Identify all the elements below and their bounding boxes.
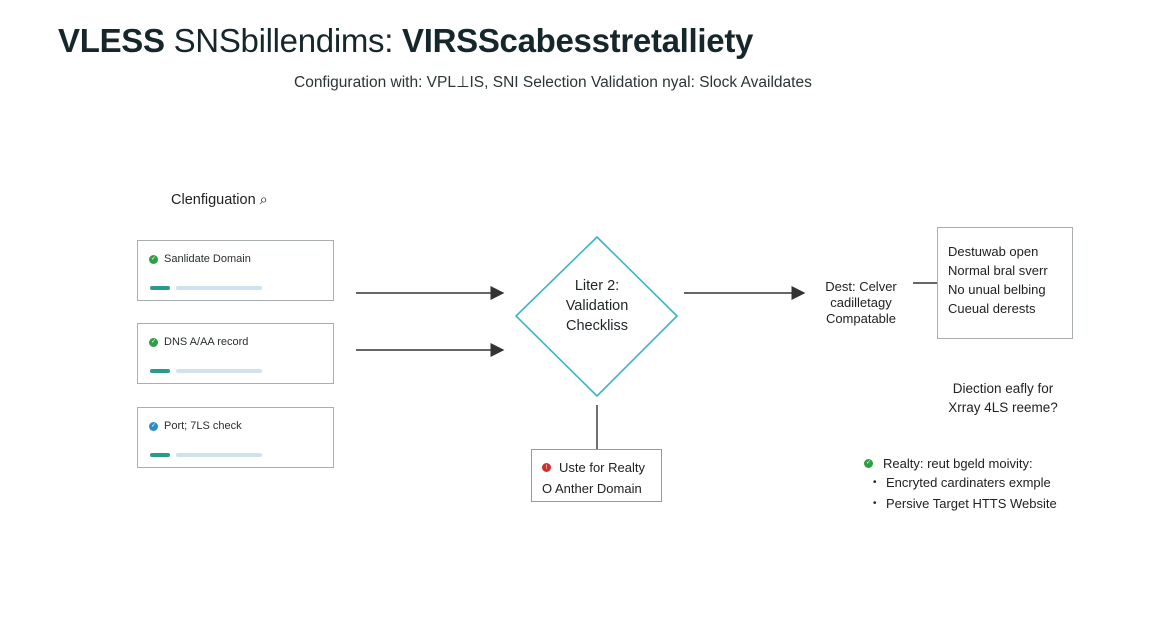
dest-label-line-3: Compatable <box>825 311 897 326</box>
list-item-text: Encryted cardinaters exmple <box>886 475 1051 490</box>
card-label: DNS A/AA record <box>164 336 249 348</box>
direction-line-2: Xrray 4LS reeme? <box>948 400 1058 415</box>
direction-line-1: Diection eafly for <box>952 381 1054 396</box>
check-icon: ✓ <box>149 337 158 347</box>
check-icon: ✓ <box>149 254 158 264</box>
progress-bar-filled <box>150 453 170 457</box>
card-candidate-domain: ✓ Sanlidate Domain <box>137 240 334 301</box>
validation-diamond <box>514 235 679 398</box>
diamond-label: Liter 2: Validation Checkliss <box>530 276 664 336</box>
card-dns-record: ✓ DNS A/AA record <box>137 323 334 384</box>
list-item: • Encryted cardinaters exmple <box>864 472 1057 493</box>
dest-label-line-2: cadilletagy <box>830 295 892 310</box>
diamond-line-1: Liter 2: <box>574 278 620 294</box>
dest-box-line-1: Destuwab open <box>948 244 1039 259</box>
dest-label: Dest: Celver cadilletagy Compatable <box>820 279 902 327</box>
title-part-3: VIRSScabesstretalliety <box>402 22 754 59</box>
progress-bar-track <box>176 369 262 373</box>
card-port-tls-check: ✓ Port; 7LS check <box>137 407 334 468</box>
dest-label-line-1: Dest: Celver <box>825 279 897 294</box>
progress-bar-filled <box>150 286 170 290</box>
realty-option-line-2: O Anther Domain <box>542 481 642 496</box>
diamond-line-3: Checkliss <box>565 318 629 334</box>
progress-bar-filled <box>150 369 170 373</box>
dest-requirements-box: Destuwab open Normal bral sverr No unual… <box>937 227 1073 339</box>
list-item-text: Persive Target HTTS Website <box>886 496 1057 511</box>
dest-box-line-2: Normal bral sverr <box>948 263 1048 278</box>
check-icon: ✓ <box>864 458 873 468</box>
diamond-line-2: Validation <box>565 298 629 314</box>
title-part-2: SNSbillendims: <box>173 22 402 59</box>
direction-question: Diection eafly for Xrray 4LS reeme? <box>940 379 1066 417</box>
configuration-label: Clenfiguation ⌕ <box>171 192 268 208</box>
list-item: • Persive Target HTTS Website <box>864 493 1057 514</box>
page-subtitle: Configuration with: VPL⊥IS, SNI Selectio… <box>294 74 812 91</box>
card-label: Port; 7LS check <box>164 420 242 432</box>
bullet-icon: • <box>873 498 877 509</box>
bullet-icon: • <box>873 477 877 488</box>
realty-option-line-1: Uste for Realty <box>559 460 645 475</box>
card-label: Sanlidate Domain <box>164 253 251 265</box>
title-part-1: VLESS <box>58 22 165 59</box>
dest-box-line-4: Cueual derests <box>948 301 1036 316</box>
progress-bar-track <box>176 453 262 457</box>
page-title: VLESS SNSbillendims: VIRSScabesstretalli… <box>58 22 753 60</box>
check-icon: ✓ <box>149 421 158 431</box>
realty-list: ✓ Realty: reut bgeld moivity: • Encryted… <box>864 454 1057 514</box>
progress-bar-track <box>176 286 262 290</box>
realty-list-title: Realty: reut bgeld moivity: <box>883 455 1033 471</box>
alert-icon: ! <box>542 463 551 472</box>
realty-option-box: ! Uste for Realty O Anther Domain <box>531 449 662 502</box>
dest-box-line-3: No unual belbing <box>948 282 1046 297</box>
